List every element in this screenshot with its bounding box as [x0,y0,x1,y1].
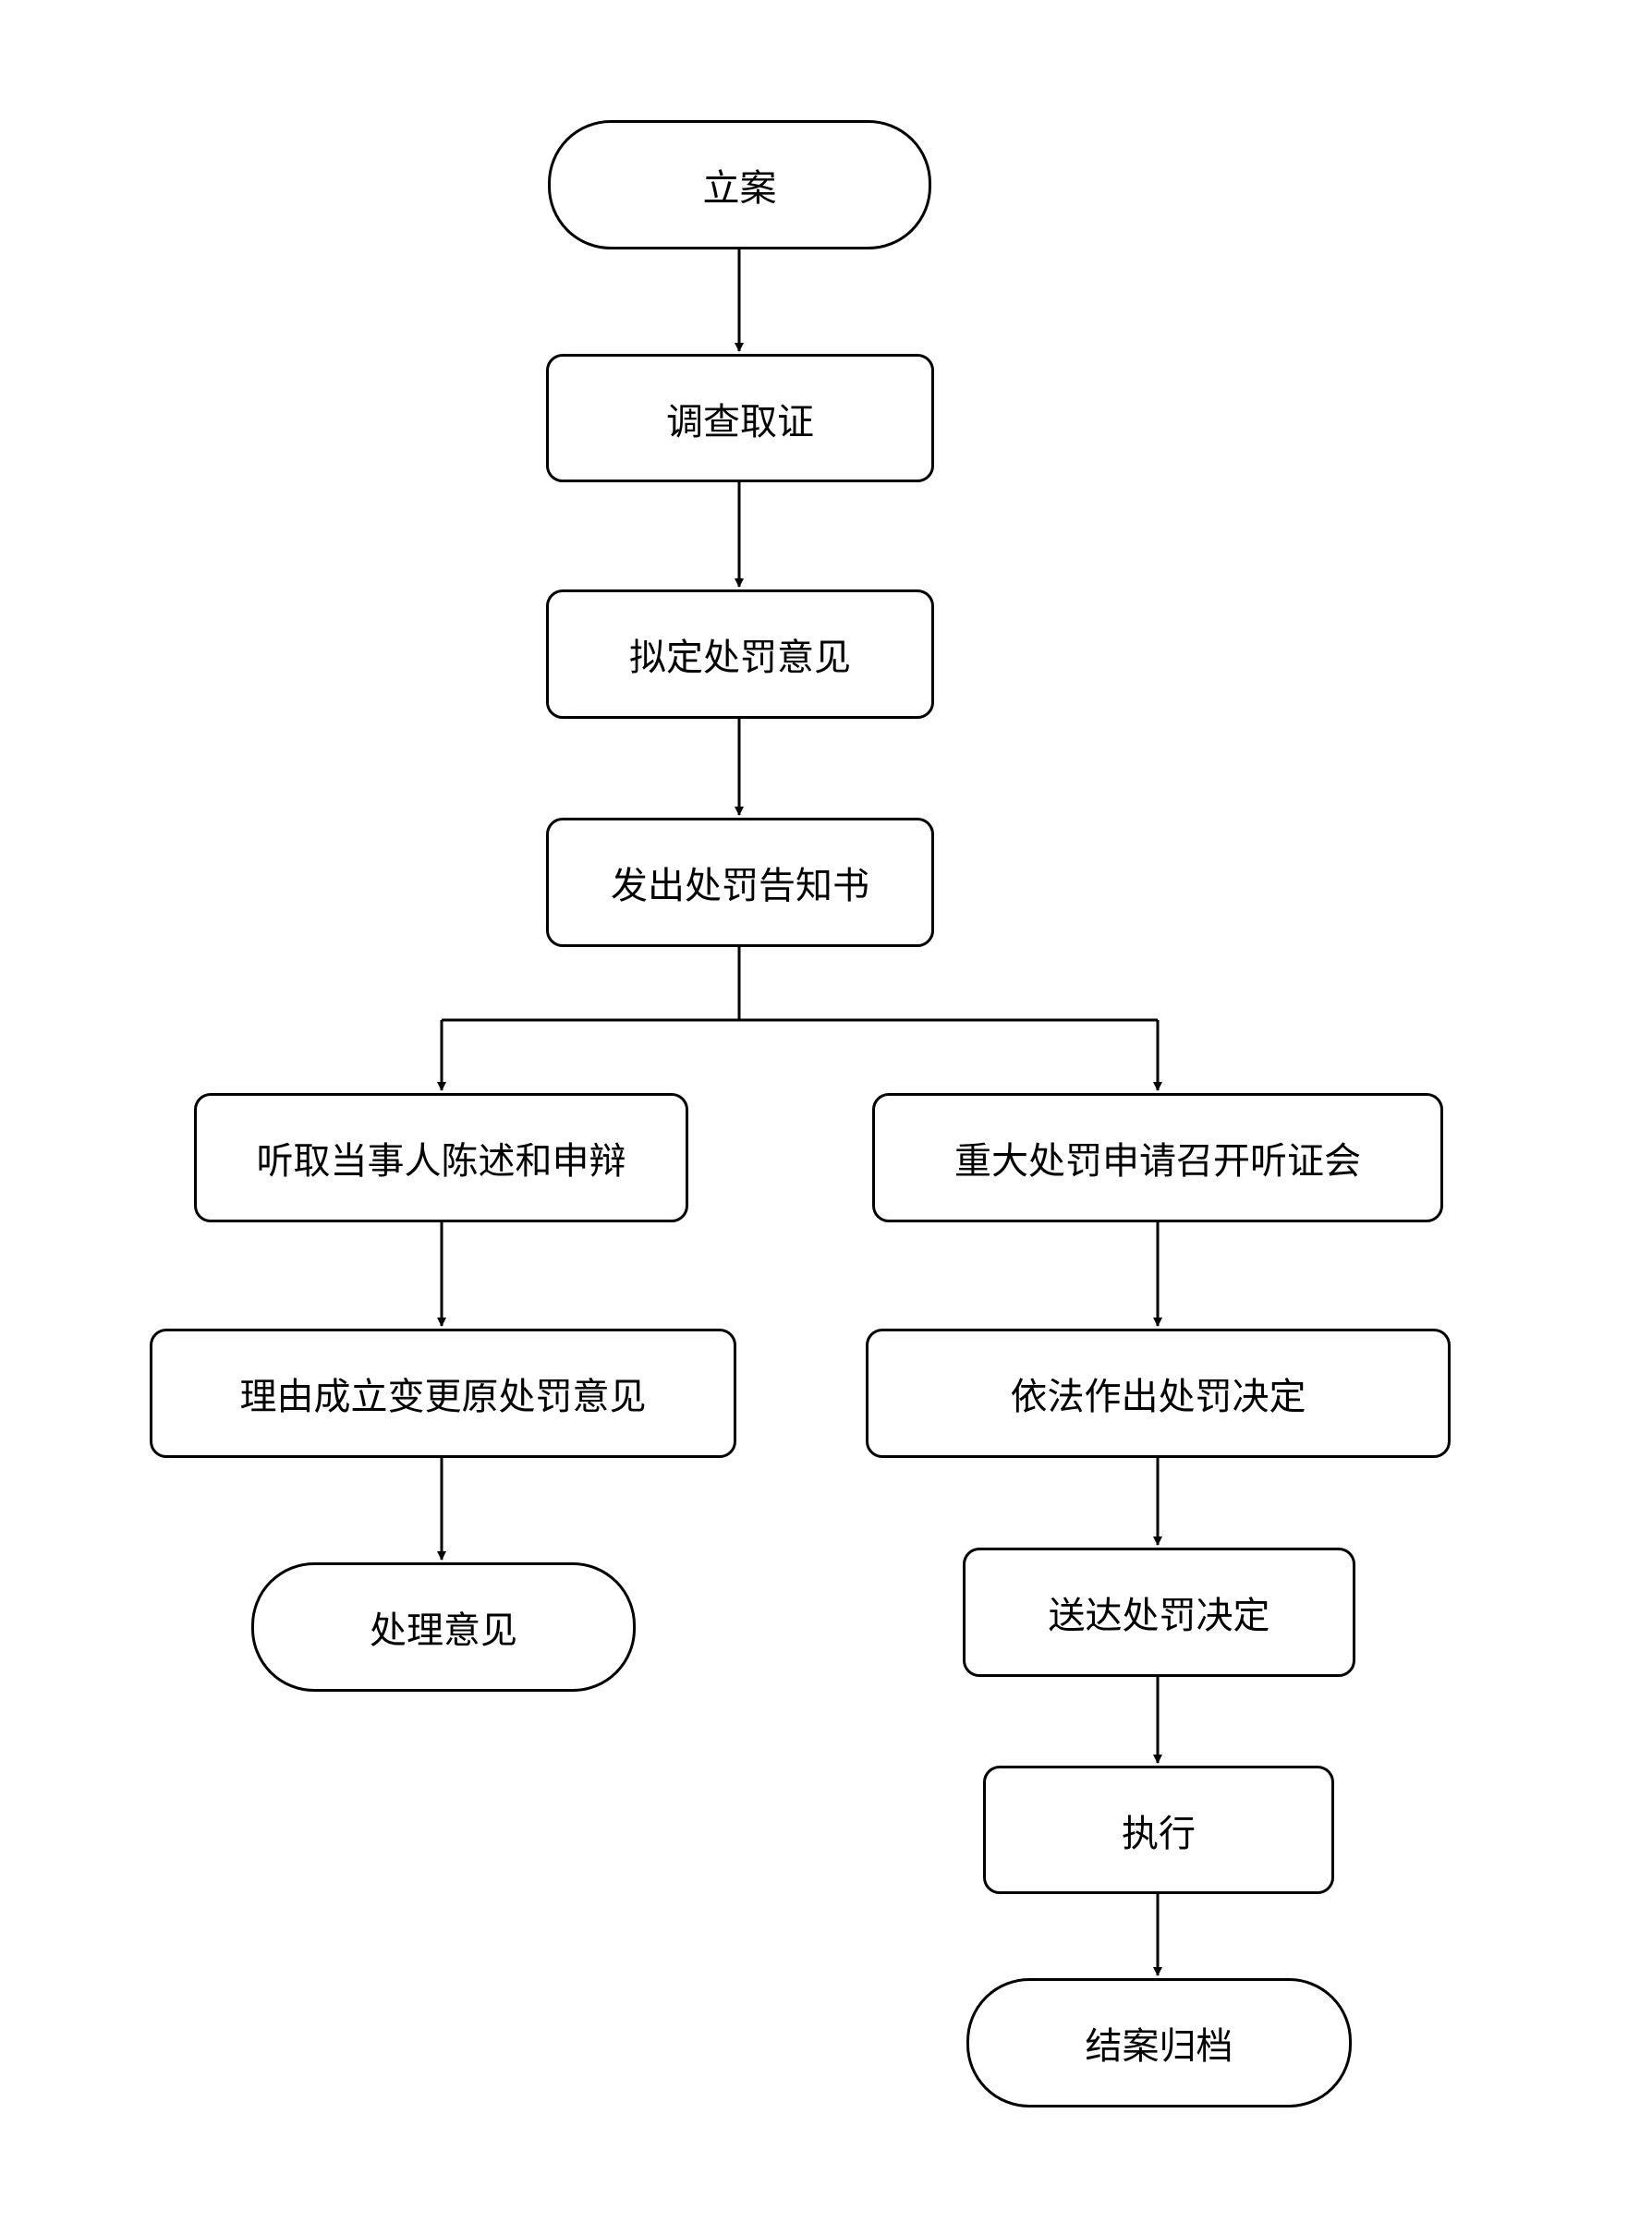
node-deliver-decision: 送达处罚决定 [963,1548,1355,1677]
node-execute: 执行 [983,1766,1334,1894]
node-draft-opinion: 拟定处罚意见 [546,589,934,719]
node-investigate: 调查取证 [546,354,934,482]
connector-notice-split [442,947,1158,1022]
node-hear-statement: 听取当事人陈述和申辩 [194,1093,688,1222]
node-make-decision: 依法作出处罚决定 [866,1329,1451,1458]
node-close-archive: 结案归档 [966,1978,1352,2107]
node-change-opinion: 理由成立变更原处罚意见 [150,1329,736,1458]
node-handle-opinion: 处理意见 [251,1562,636,1692]
node-start: 立案 [548,120,931,249]
node-apply-hearing: 重大处罚申请召开听证会 [872,1093,1443,1222]
node-issue-notice: 发出处罚告知书 [546,818,934,947]
